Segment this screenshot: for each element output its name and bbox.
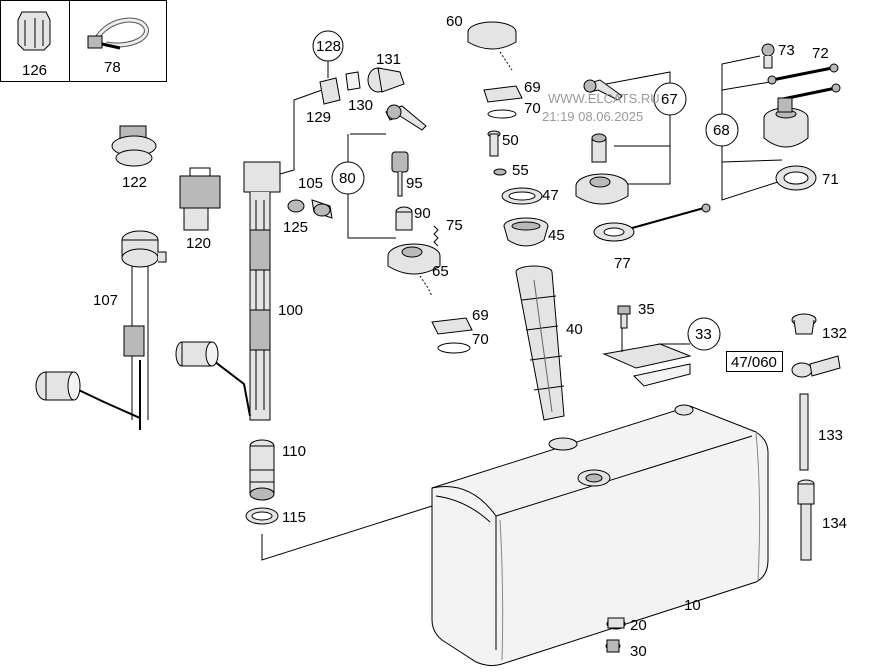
label-71: 71	[822, 171, 839, 188]
tube-133[interactable]	[799, 393, 809, 471]
label-69-upper: 69	[524, 79, 541, 96]
label-77: 77	[614, 255, 631, 272]
fuel-cap-60[interactable]	[467, 21, 517, 71]
svg-text:33: 33	[695, 326, 712, 343]
svg-text:128: 128	[316, 38, 341, 55]
fuel-tank-10[interactable]	[431, 404, 769, 667]
key-95[interactable]	[391, 151, 409, 197]
lockable-cap-68[interactable]	[763, 97, 809, 148]
label-70-upper: 70	[524, 100, 541, 117]
label-126: 126	[22, 62, 47, 79]
label-60: 60	[446, 13, 463, 30]
key-set-67[interactable]	[583, 79, 623, 101]
label-78: 78	[104, 59, 121, 76]
adapter-69-lower[interactable]	[431, 317, 473, 335]
legend-box-78[interactable]: 78	[69, 0, 167, 82]
lock-cylinder-90[interactable]	[395, 206, 413, 231]
label-10: 10	[684, 597, 701, 614]
label-95: 95	[406, 175, 423, 192]
label-47: 47	[542, 187, 559, 204]
washer-55[interactable]	[493, 168, 507, 176]
filler-strainer-40[interactable]	[515, 265, 565, 421]
label-45: 45	[548, 227, 565, 244]
label-132: 132	[822, 325, 847, 342]
plug-125[interactable]	[287, 199, 305, 213]
fuel-cap-67[interactable]	[575, 173, 629, 205]
watermark-timestamp: 21:19 08.06.2025	[542, 109, 643, 124]
level-sender-107[interactable]	[35, 230, 167, 430]
key-73[interactable]	[761, 43, 775, 69]
label-107: 107	[93, 292, 118, 309]
clip-130[interactable]	[345, 71, 361, 91]
elbow-connector-131[interactable]	[367, 67, 405, 93]
label-50: 50	[502, 132, 519, 149]
label-75: 75	[446, 217, 463, 234]
clip-129[interactable]	[319, 77, 341, 105]
label-70-lower: 70	[472, 331, 489, 348]
seal-ring-71[interactable]	[775, 165, 817, 191]
svg-text:68: 68	[713, 122, 730, 139]
spring-75[interactable]	[433, 225, 439, 247]
key-chain-72[interactable]	[767, 63, 841, 102]
key-set[interactable]	[385, 104, 427, 131]
seal-ring-47[interactable]	[501, 187, 543, 205]
screw-50[interactable]	[487, 130, 501, 157]
gasket-70-upper[interactable]	[487, 109, 517, 119]
callout-68[interactable]: 68	[705, 113, 739, 147]
svg-text:67: 67	[661, 91, 678, 108]
label-plate-33[interactable]	[602, 343, 692, 387]
banjo-bolt-132[interactable]	[791, 313, 817, 335]
drain-plug-30[interactable]	[605, 639, 621, 653]
label-122: 122	[122, 174, 147, 191]
label-105: 105	[298, 175, 323, 192]
level-sender-100[interactable]	[175, 161, 281, 421]
callout-33[interactable]: 33	[687, 317, 721, 351]
label-65: 65	[432, 263, 449, 280]
ref-box-47-060[interactable]: 47/060	[726, 351, 783, 372]
banjo-fitting[interactable]	[791, 355, 841, 378]
callout-80[interactable]: 80	[331, 161, 365, 195]
label-131: 131	[376, 51, 401, 68]
label-130: 130	[348, 97, 373, 114]
lock-cylinder-67[interactable]	[591, 133, 607, 163]
label-35: 35	[638, 301, 655, 318]
label-134: 134	[822, 515, 847, 532]
drain-seal-20[interactable]	[606, 617, 626, 630]
connector-122[interactable]	[111, 125, 157, 167]
label-100: 100	[278, 302, 303, 319]
adapter-69-upper[interactable]	[483, 85, 523, 103]
label-110: 110	[282, 443, 306, 460]
valve-105[interactable]	[311, 199, 333, 219]
label-30: 30	[630, 643, 647, 660]
fuel-cap-65[interactable]	[387, 243, 441, 297]
svg-text:80: 80	[339, 170, 356, 187]
strainer-110[interactable]	[249, 439, 275, 501]
label-73: 73	[778, 42, 795, 59]
label-69-lower: 69	[472, 307, 489, 324]
label-90: 90	[414, 205, 431, 222]
retaining-strap-77[interactable]	[593, 203, 711, 242]
label-125: 125	[283, 219, 308, 236]
label-120: 120	[186, 235, 211, 252]
seal-ring-115[interactable]	[245, 507, 279, 525]
label-129: 129	[306, 109, 331, 126]
label-20: 20	[630, 617, 647, 634]
label-115: 115	[282, 509, 306, 526]
legend-box-126[interactable]: 126	[0, 0, 70, 82]
filler-neck-45[interactable]	[503, 217, 549, 247]
label-133: 133	[818, 427, 843, 444]
connector-120[interactable]	[179, 167, 221, 231]
label-55: 55	[512, 162, 529, 179]
screw-35[interactable]	[617, 305, 631, 329]
svg-text:47/060: 47/060	[731, 354, 777, 371]
hose-134[interactable]	[797, 479, 815, 561]
label-40: 40	[566, 321, 583, 338]
gasket-70-lower[interactable]	[437, 342, 471, 354]
callout-128[interactable]: 128	[312, 30, 344, 62]
label-72: 72	[812, 45, 829, 62]
watermark-site: WWW.ELCATS.RU	[548, 91, 660, 106]
